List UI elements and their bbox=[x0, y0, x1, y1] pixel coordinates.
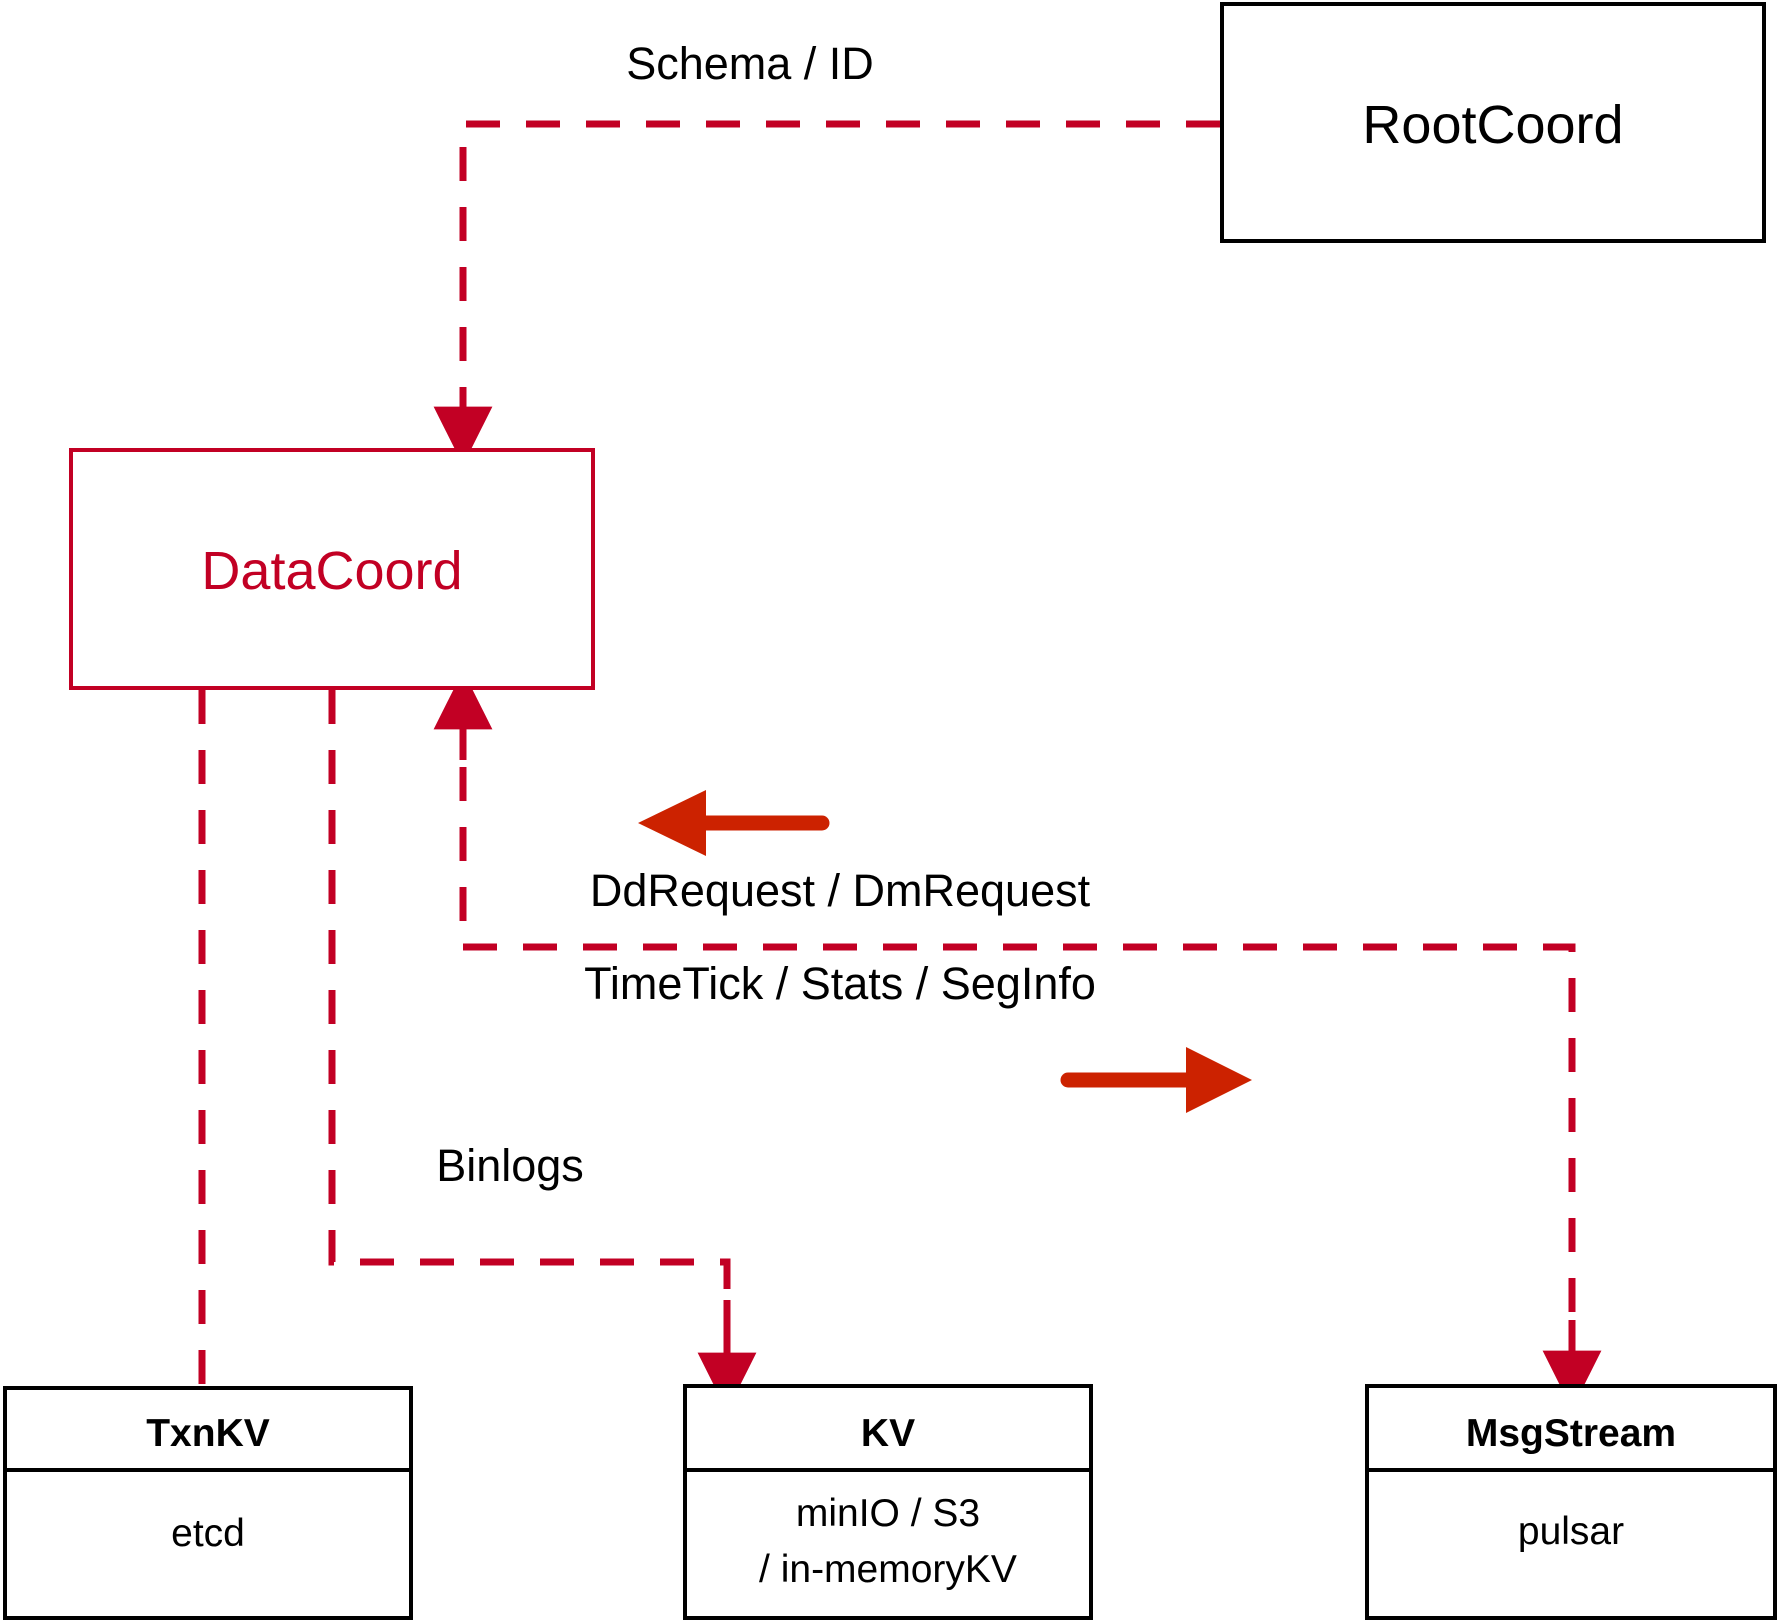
node-msgstream[interactable]: MsgStream pulsar bbox=[1365, 1384, 1777, 1620]
node-txnkv[interactable]: TxnKV etcd bbox=[3, 1386, 413, 1620]
node-txnkv-header: TxnKV bbox=[146, 1412, 270, 1455]
edge-schema-id bbox=[433, 120, 1220, 466]
edge-label-schema-id: Schema / ID bbox=[626, 38, 874, 89]
node-datacoord-label: DataCoord bbox=[201, 541, 463, 601]
node-rootcoord-label: RootCoord bbox=[1362, 95, 1624, 155]
node-kv-divider bbox=[687, 1468, 1089, 1472]
edge-msgstream-bus bbox=[459, 712, 1576, 1372]
left-direction-arrow-icon bbox=[638, 790, 830, 856]
node-msgstream-body-line-0: pulsar bbox=[1517, 1510, 1625, 1553]
node-txnkv-body-line-0: etcd bbox=[171, 1512, 245, 1555]
node-msgstream-header: MsgStream bbox=[1465, 1412, 1677, 1455]
node-rootcoord[interactable]: RootCoord bbox=[1220, 2, 1766, 243]
edge-label-ddrequest-dmrequest: DdRequest / DmRequest bbox=[589, 865, 1091, 916]
node-datacoord[interactable]: DataCoord bbox=[69, 448, 595, 690]
right-direction-arrow-icon bbox=[1060, 1047, 1252, 1113]
edge-label-binlogs: Binlogs bbox=[436, 1140, 584, 1191]
node-kv-header: KV bbox=[860, 1412, 916, 1455]
edge-label-timetick-stats-seginfo: TimeTick / Stats / SegInfo bbox=[584, 958, 1096, 1009]
node-kv[interactable]: KV minIO / S3 / in-memoryKV bbox=[683, 1384, 1093, 1620]
node-kv-body-line-1: / in-memoryKV bbox=[759, 1548, 1017, 1591]
node-kv-body-line-0: minIO / S3 bbox=[795, 1492, 981, 1535]
node-msgstream-divider bbox=[1369, 1468, 1773, 1472]
node-txnkv-divider bbox=[7, 1468, 409, 1472]
